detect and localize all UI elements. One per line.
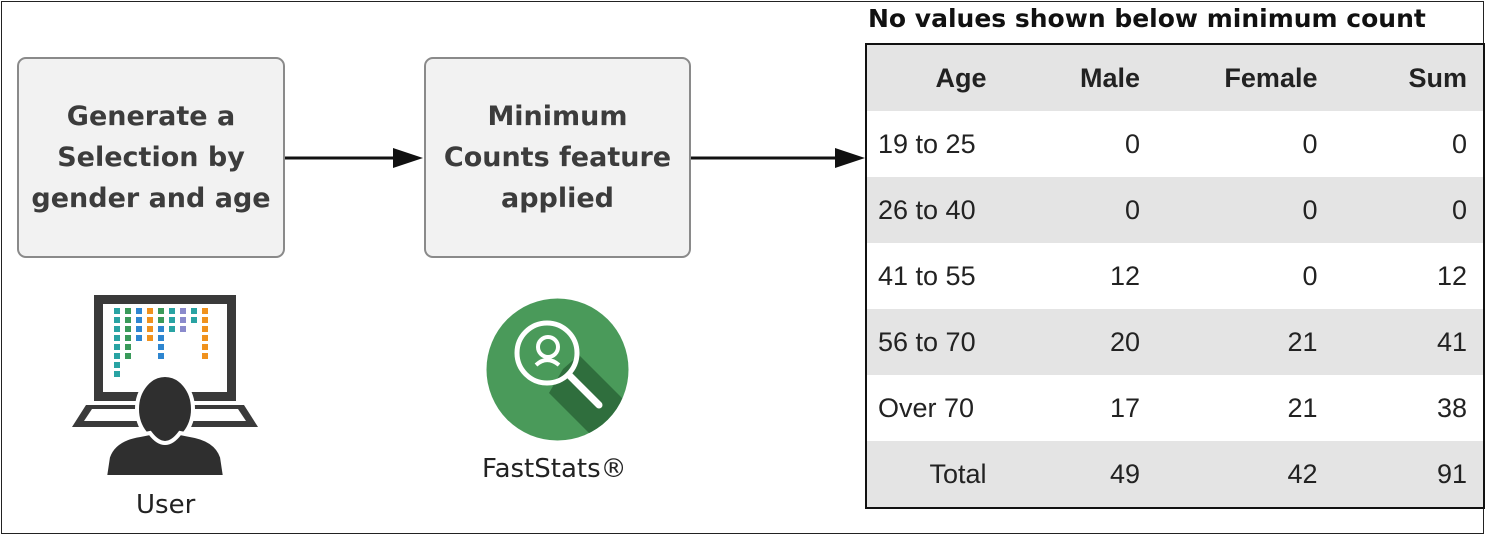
step2-line-1: Minimum [487,101,628,132]
table-title: No values shown below minimum count [868,4,1426,33]
cell-male: 12 [1109,260,1140,291]
cell-female: 0 [1302,194,1318,225]
cell-sum: 38 [1436,392,1467,423]
cell-female: 0 [1302,128,1318,159]
cell-age: Total [929,458,987,489]
cell-sum: 0 [1451,194,1467,225]
faststats-label: FastStats® [482,454,627,484]
cell-age: Over 70 [878,392,975,423]
table-row: 19 to 25 0 0 0 [867,111,1483,177]
table-row: Over 70 17 21 38 [867,375,1483,441]
cell-male: 49 [1109,458,1140,489]
table-total-row: Total 49 42 91 [867,441,1483,507]
user-label: User [136,490,196,520]
cell-sum: 0 [1451,128,1467,159]
arrow-step2-to-table [691,148,865,168]
cell-male: 0 [1124,128,1140,159]
step1-line-3: gender and age [31,183,271,214]
cell-male: 0 [1124,194,1140,225]
table-header-row: Age Male Female Sum [867,45,1483,111]
cell-sum: 41 [1436,326,1467,357]
header-age: Age [935,62,987,93]
table-row: 56 to 70 20 21 41 [867,309,1483,375]
step1-line-2: Selection by [57,142,245,173]
cell-male: 17 [1109,392,1140,423]
cell-female: 0 [1302,260,1318,291]
cell-age: 56 to 70 [878,326,976,357]
cell-female: 21 [1287,392,1318,423]
faststats-magnifier-logo [486,298,629,441]
cell-sum: 91 [1436,458,1467,489]
cell-age: 26 to 40 [878,194,976,225]
cell-female: 42 [1287,458,1318,489]
cell-sum: 12 [1436,260,1467,291]
table-row: 41 to 55 12 0 12 [867,243,1483,309]
header-female: Female [1224,62,1318,93]
step2-line-3: applied [500,183,614,214]
cell-age: 19 to 25 [878,128,976,159]
cell-male: 20 [1109,326,1140,357]
counts-table: Age Male Female Sum 19 to 25 0 0 0 26 to… [865,43,1485,509]
arrow-step1-to-step2 [285,148,423,168]
header-male: Male [1079,62,1140,93]
cell-female: 21 [1287,326,1318,357]
cell-age: 41 to 55 [878,260,976,291]
step1-line-1: Generate a [66,101,236,132]
user-at-laptop-icon [72,295,258,478]
header-sum: Sum [1408,62,1467,93]
step2-line-2: Counts feature [443,142,672,173]
step-minimum-counts-box: Minimum Counts feature applied [424,57,691,258]
step-generate-selection-box: Generate a Selection by gender and age [17,57,285,258]
table-row: 26 to 40 0 0 0 [867,177,1483,243]
